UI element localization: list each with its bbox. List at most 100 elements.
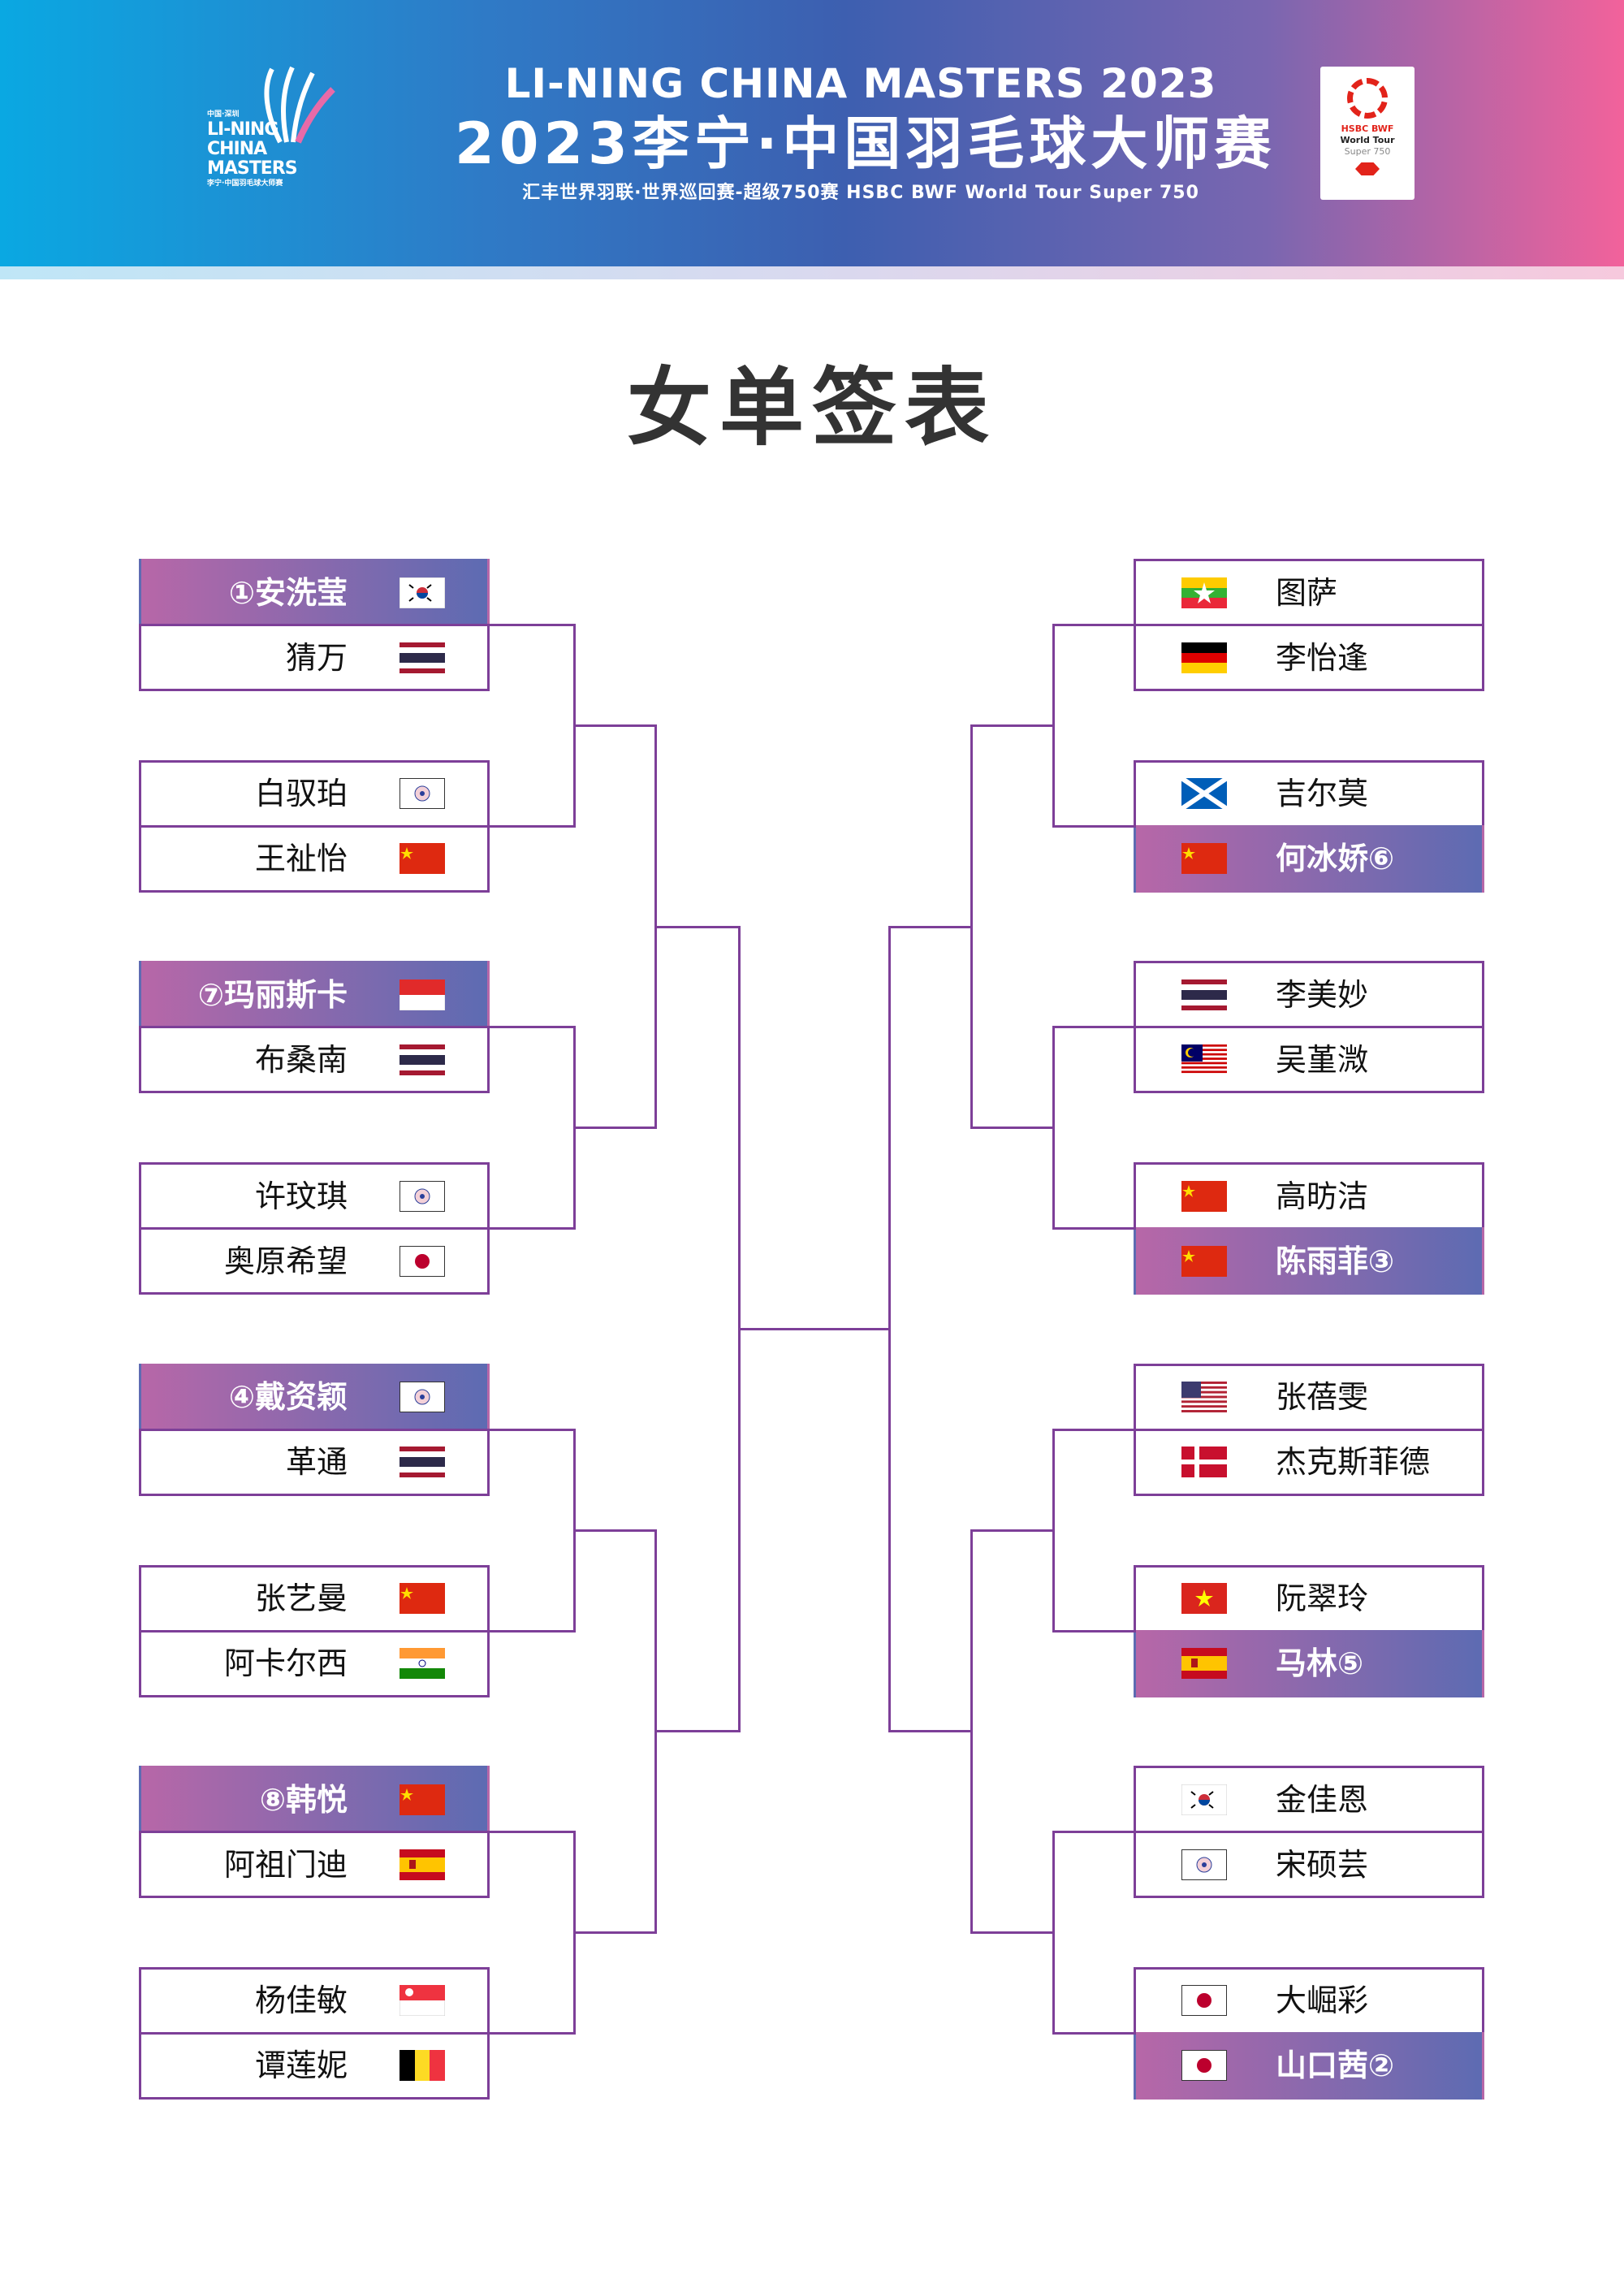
hsbc-hexagon-icon [1355,162,1380,175]
hsbc-bwf-logo: HSBC BWF World Tour Super 750 [1320,67,1415,200]
seeded-player-slot: 山口茜② [1134,2031,1484,2100]
player-slot: 吴堇溦 [1134,1026,1484,1094]
event-title-en: LI-NING CHINA MASTERS 2023 [504,60,1217,107]
player-slot: 谭莲妮 [139,2031,490,2100]
event-subtitle: 汇丰世界羽联·世界巡回赛-超级750赛 HSBC BWF World Tour … [522,183,1199,203]
player-slot: 李美妙 [1134,961,1484,1029]
page-title: 女单签表 [626,358,997,457]
bracket-line [490,1026,576,1029]
player-slot: 奥原希望 [139,1227,490,1295]
bracket-line [490,624,576,626]
logo-line: MASTERS [207,158,298,179]
player-name: 高昉洁 [1276,1178,1369,1214]
player-slot: 高昉洁 [1134,1162,1484,1230]
bracket-line [573,1127,657,1130]
korea-flag [400,577,445,608]
player-slot: 许玟琪 [139,1162,490,1230]
player-name: 宋硕芸 [1276,1846,1369,1883]
player-name: 阮翠玲 [1276,1581,1369,1616]
player-name: 吴堇溦 [1276,1041,1369,1078]
player-slot: 猜万 [139,624,490,691]
thailand-flag [400,642,445,673]
seeded-player-slot: ⑦玛丽斯卡 [139,961,490,1029]
chinese-taipei-flag [400,1180,445,1212]
player-name: 金佳恩 [1276,1781,1369,1818]
bracket-line [970,724,1055,727]
bracket-line [888,925,891,1733]
bracket-line [490,1227,576,1230]
thailand-flag [400,1447,445,1478]
player-name: 张蓓雯 [1276,1379,1369,1416]
seeded-player-slot: ④戴资颖 [139,1363,490,1431]
player-slot: 大崛彩 [1134,1966,1484,2035]
event-title-cn: 2023李宁·中国羽毛球大师赛 [455,110,1276,177]
china-flag [1181,1245,1227,1277]
player-name: 吉尔莫 [1276,776,1369,812]
player-name: 白驭珀 [254,776,348,812]
player-slot: 王祉怡 [139,824,490,893]
bracket-line [490,1831,576,1834]
denmark-flag [1181,1447,1227,1478]
player-slot: 宋硕芸 [1134,1831,1484,1899]
bracket-line [490,824,576,828]
player-name: 张艺曼 [254,1581,348,1616]
bracket-line [1052,1026,1136,1029]
logo-line: CHINA [207,139,267,159]
sponsor-line: HSBC BWF [1341,123,1394,134]
player-slot: 吉尔莫 [1134,759,1484,828]
player-name: 杰克斯菲德 [1276,1444,1431,1481]
player-slot: 布桑南 [139,1026,490,1094]
player-name: 阿卡尔西 [223,1645,348,1681]
banner-strip [0,266,1624,279]
china-flag [1181,1180,1227,1212]
chinese-taipei-flag [400,778,445,810]
chinese-taipei-flag [400,1382,445,1413]
player-name: ⑧韩悦 [259,1781,348,1818]
bracket-line [1052,624,1136,626]
japan-flag [400,1245,445,1277]
seeded-player-slot: ⑧韩悦 [139,1766,490,1834]
myanmar-flag [1181,577,1227,608]
belgium-flag [400,2050,445,2082]
malaysia-flag [1181,1044,1227,1075]
china-flag [400,1784,445,1815]
germany-flag [1181,642,1227,673]
player-name: 杨佳敏 [254,1983,348,2019]
china-masters-logo: 中国·深圳 LI-NING CHINA MASTERS 李宁·中国羽毛球大师赛 [207,61,378,199]
bracket-line [490,1428,576,1431]
thailand-flag [400,1044,445,1075]
bracket-line [573,1529,657,1532]
bracket-line [738,1327,891,1330]
japan-flag [1181,2050,1227,2082]
japan-flag [1181,1985,1227,2017]
china-flag [1181,843,1227,875]
seeded-player-slot: 马林⑤ [1134,1629,1484,1697]
bracket-line [1052,1831,1136,1834]
player-slot: 革通 [139,1428,490,1496]
player-name: 革通 [285,1444,348,1481]
player-name: ⑦玛丽斯卡 [197,976,348,1013]
player-slot: 张蓓雯 [1134,1363,1484,1431]
player-slot: 张艺曼 [139,1564,490,1633]
bracket-line [573,724,657,727]
bracket-line [970,1127,1055,1130]
sponsor-line: World Tour [1340,135,1395,145]
bracket-line [1052,2031,1136,2035]
chinese-taipei-flag [1181,1849,1227,1880]
player-name: ①安洗莹 [228,574,348,611]
seeded-player-slot: ①安洗莹 [139,559,490,626]
bracket-line [654,1730,741,1733]
scotland-flag [1181,778,1227,810]
seeded-player-slot: 陈雨菲③ [1134,1227,1484,1295]
player-name: 谭莲妮 [254,2048,348,2084]
player-slot: 杨佳敏 [139,1966,490,2035]
logo-cn: 李宁·中国羽毛球大师赛 [207,179,283,188]
player-slot: 金佳恩 [1134,1766,1484,1834]
china-flag [400,843,445,875]
player-slot: 阿卡尔西 [139,1629,490,1697]
player-name: 陈雨菲③ [1276,1243,1395,1279]
vietnam-flag [1181,1583,1227,1614]
player-name: 山口茜② [1276,2048,1395,2084]
bracket-line [970,1931,1055,1935]
player-name: 马林⑤ [1276,1645,1364,1681]
